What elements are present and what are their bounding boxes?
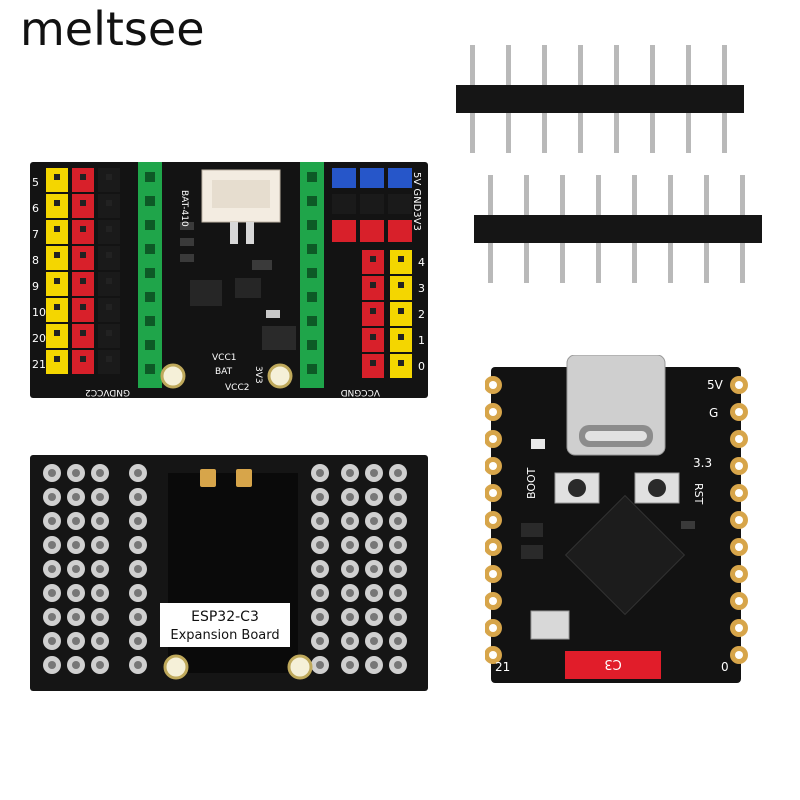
silk-bat: BAT [215, 367, 233, 377]
jst-connector [201, 169, 281, 244]
header-pin-blue [332, 168, 356, 188]
header-plastic [456, 85, 744, 113]
pin-label: 21 [32, 358, 46, 371]
header-socket [307, 340, 317, 350]
board-label-line2: Expansion Board [170, 628, 279, 643]
castellated-pads [485, 376, 748, 664]
pin-label: 20 [32, 332, 46, 345]
pin-label: 0 [418, 360, 425, 373]
header-socket [145, 292, 155, 302]
header-socket [307, 316, 317, 326]
pin-headers [46, 168, 412, 378]
pin-label: 8 [32, 254, 39, 267]
boot-button [554, 472, 600, 504]
silk-boot: BOOT [525, 467, 538, 499]
usb-c-connector [566, 355, 666, 456]
header-socket [145, 268, 155, 278]
pin-label: 3 [418, 282, 425, 295]
mcu-chip [564, 494, 686, 616]
expansion-board-back: ESP32-C3 Expansion Board [30, 455, 428, 691]
header-pin [360, 194, 384, 214]
antenna-chip [565, 651, 661, 679]
header-socket [145, 244, 155, 254]
mount-hole [287, 654, 313, 680]
header-socket [307, 244, 317, 254]
header-socket [307, 196, 317, 206]
pin-label: 6 [32, 202, 39, 215]
header-socket [307, 364, 317, 374]
pcb [30, 162, 428, 398]
pin-label: 10 [32, 306, 46, 319]
pin-label: 9 [32, 280, 39, 293]
mount-hole [163, 654, 189, 680]
gold-pad [200, 469, 216, 487]
silk-5v: 5V [707, 378, 724, 392]
header-socket [307, 172, 317, 182]
gold-pad [236, 469, 252, 487]
silk-21: 21 [495, 660, 510, 674]
through-holes [43, 464, 407, 674]
header-pin-blue [388, 168, 412, 188]
pin-label: 4 [418, 256, 425, 269]
header-pin [360, 220, 384, 242]
silk-0: 0 [721, 660, 729, 674]
pin-label: 2 [418, 308, 425, 321]
pin-strip-1 [456, 45, 744, 153]
brand-watermark: meltsee [20, 2, 205, 56]
silk-vcc1: VCC1 [212, 353, 236, 363]
pin-strip-2 [474, 175, 762, 283]
header-socket [145, 196, 155, 206]
header-socket [145, 340, 155, 350]
header-plastic [474, 215, 762, 243]
header-socket [307, 220, 317, 230]
header-socket [307, 268, 317, 278]
crystal [530, 610, 570, 640]
header-socket [307, 292, 317, 302]
header-socket [145, 172, 155, 182]
header-pin-blue [360, 168, 384, 188]
male-pin-headers [456, 45, 762, 283]
header-pin [388, 194, 412, 214]
header-pin [332, 220, 356, 242]
silk-3v3: 3.3 [693, 456, 712, 470]
header-pin [388, 220, 412, 242]
header-socket [145, 316, 155, 326]
pin-label: 5 [32, 176, 39, 189]
silk-g: G [709, 406, 718, 420]
label-sticker [160, 603, 290, 647]
header-pin [332, 194, 356, 214]
pin-label: 1 [418, 334, 425, 347]
silk-right-header: 5V GND3V3 [411, 172, 422, 231]
pin-label: 7 [32, 228, 39, 241]
mount-hole [160, 363, 186, 389]
silk-rst: RST [692, 483, 705, 505]
board-label-line1: ESP32-C3 [191, 609, 259, 625]
silk-vccgnd: VCCGND [341, 387, 380, 397]
silk-bat410: BAT-410 [179, 190, 189, 227]
mount-hole [267, 363, 293, 389]
header-socket [145, 220, 155, 230]
header-socket [145, 364, 155, 374]
silk-vcc2: VCC2 [225, 383, 249, 393]
chip-label: C3 [604, 656, 621, 671]
silk-gndvcc2: GNDVCC2 [85, 387, 130, 397]
esp32-c3-board: C3 5V G 3.3 BOOT RST 21 0 [485, 355, 748, 683]
rst-button [634, 472, 680, 504]
smd-components [180, 222, 296, 350]
silk-3v3: 3V3 [253, 366, 263, 384]
